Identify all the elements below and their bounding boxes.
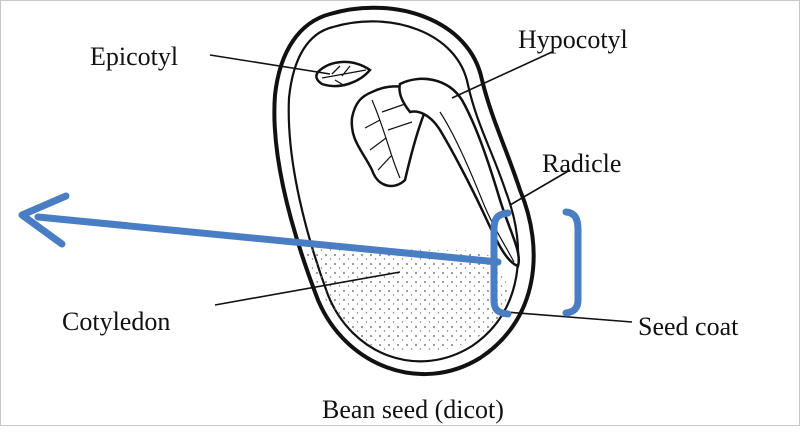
label-hypocotyl: Hypocotyl bbox=[518, 25, 628, 54]
leader-epicotyl bbox=[210, 55, 330, 74]
label-cotyledon: Cotyledon bbox=[62, 307, 170, 336]
label-radicle: Radicle bbox=[542, 149, 621, 178]
caption: Bean seed (dicot) bbox=[322, 395, 504, 424]
annotation-bracket-right bbox=[566, 212, 578, 313]
annotation-arrow-shaft bbox=[38, 217, 498, 262]
label-seed-coat: Seed coat bbox=[638, 312, 739, 341]
label-epicotyl: Epicotyl bbox=[90, 42, 178, 71]
leader-hypocotyl bbox=[452, 52, 552, 98]
